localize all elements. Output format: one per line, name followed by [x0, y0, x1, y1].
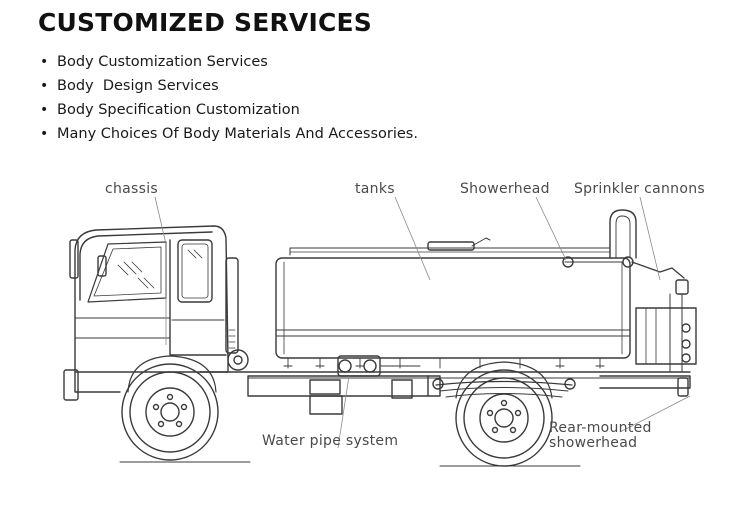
label-rear-showerhead-line1: Rear-mounted	[549, 420, 652, 436]
feature-list: Body Customization Services Body Design …	[40, 52, 418, 148]
feature-item-body-design: Body Design Services	[40, 76, 418, 100]
label-showerhead: Showerhead	[460, 181, 550, 197]
feature-item-body-customization: Body Customization Services	[40, 52, 418, 76]
rear-wheel	[455, 361, 553, 467]
truck-drawing	[63, 209, 697, 467]
water-tank	[275, 237, 631, 369]
label-tanks: tanks	[355, 181, 395, 197]
front-wheel	[121, 355, 219, 461]
label-sprinkler-cannons: Sprinkler cannons	[574, 181, 705, 197]
label-rear-showerhead-line2: showerhead	[549, 435, 637, 451]
water-pipe-system	[337, 355, 421, 399]
leader-lines	[154, 196, 691, 449]
cab	[63, 225, 249, 401]
feature-item-body-materials: Many Choices Of Body Materials And Acces…	[40, 124, 418, 148]
label-water-pipe-system: Water pipe system	[262, 433, 398, 449]
label-chassis: chassis	[105, 181, 158, 197]
page-title: CUSTOMIZED SERVICES	[38, 8, 373, 37]
chassis-frame	[199, 371, 691, 415]
sprinkler-assembly	[562, 209, 697, 397]
feature-item-body-specification: Body Specification Customization	[40, 100, 418, 124]
